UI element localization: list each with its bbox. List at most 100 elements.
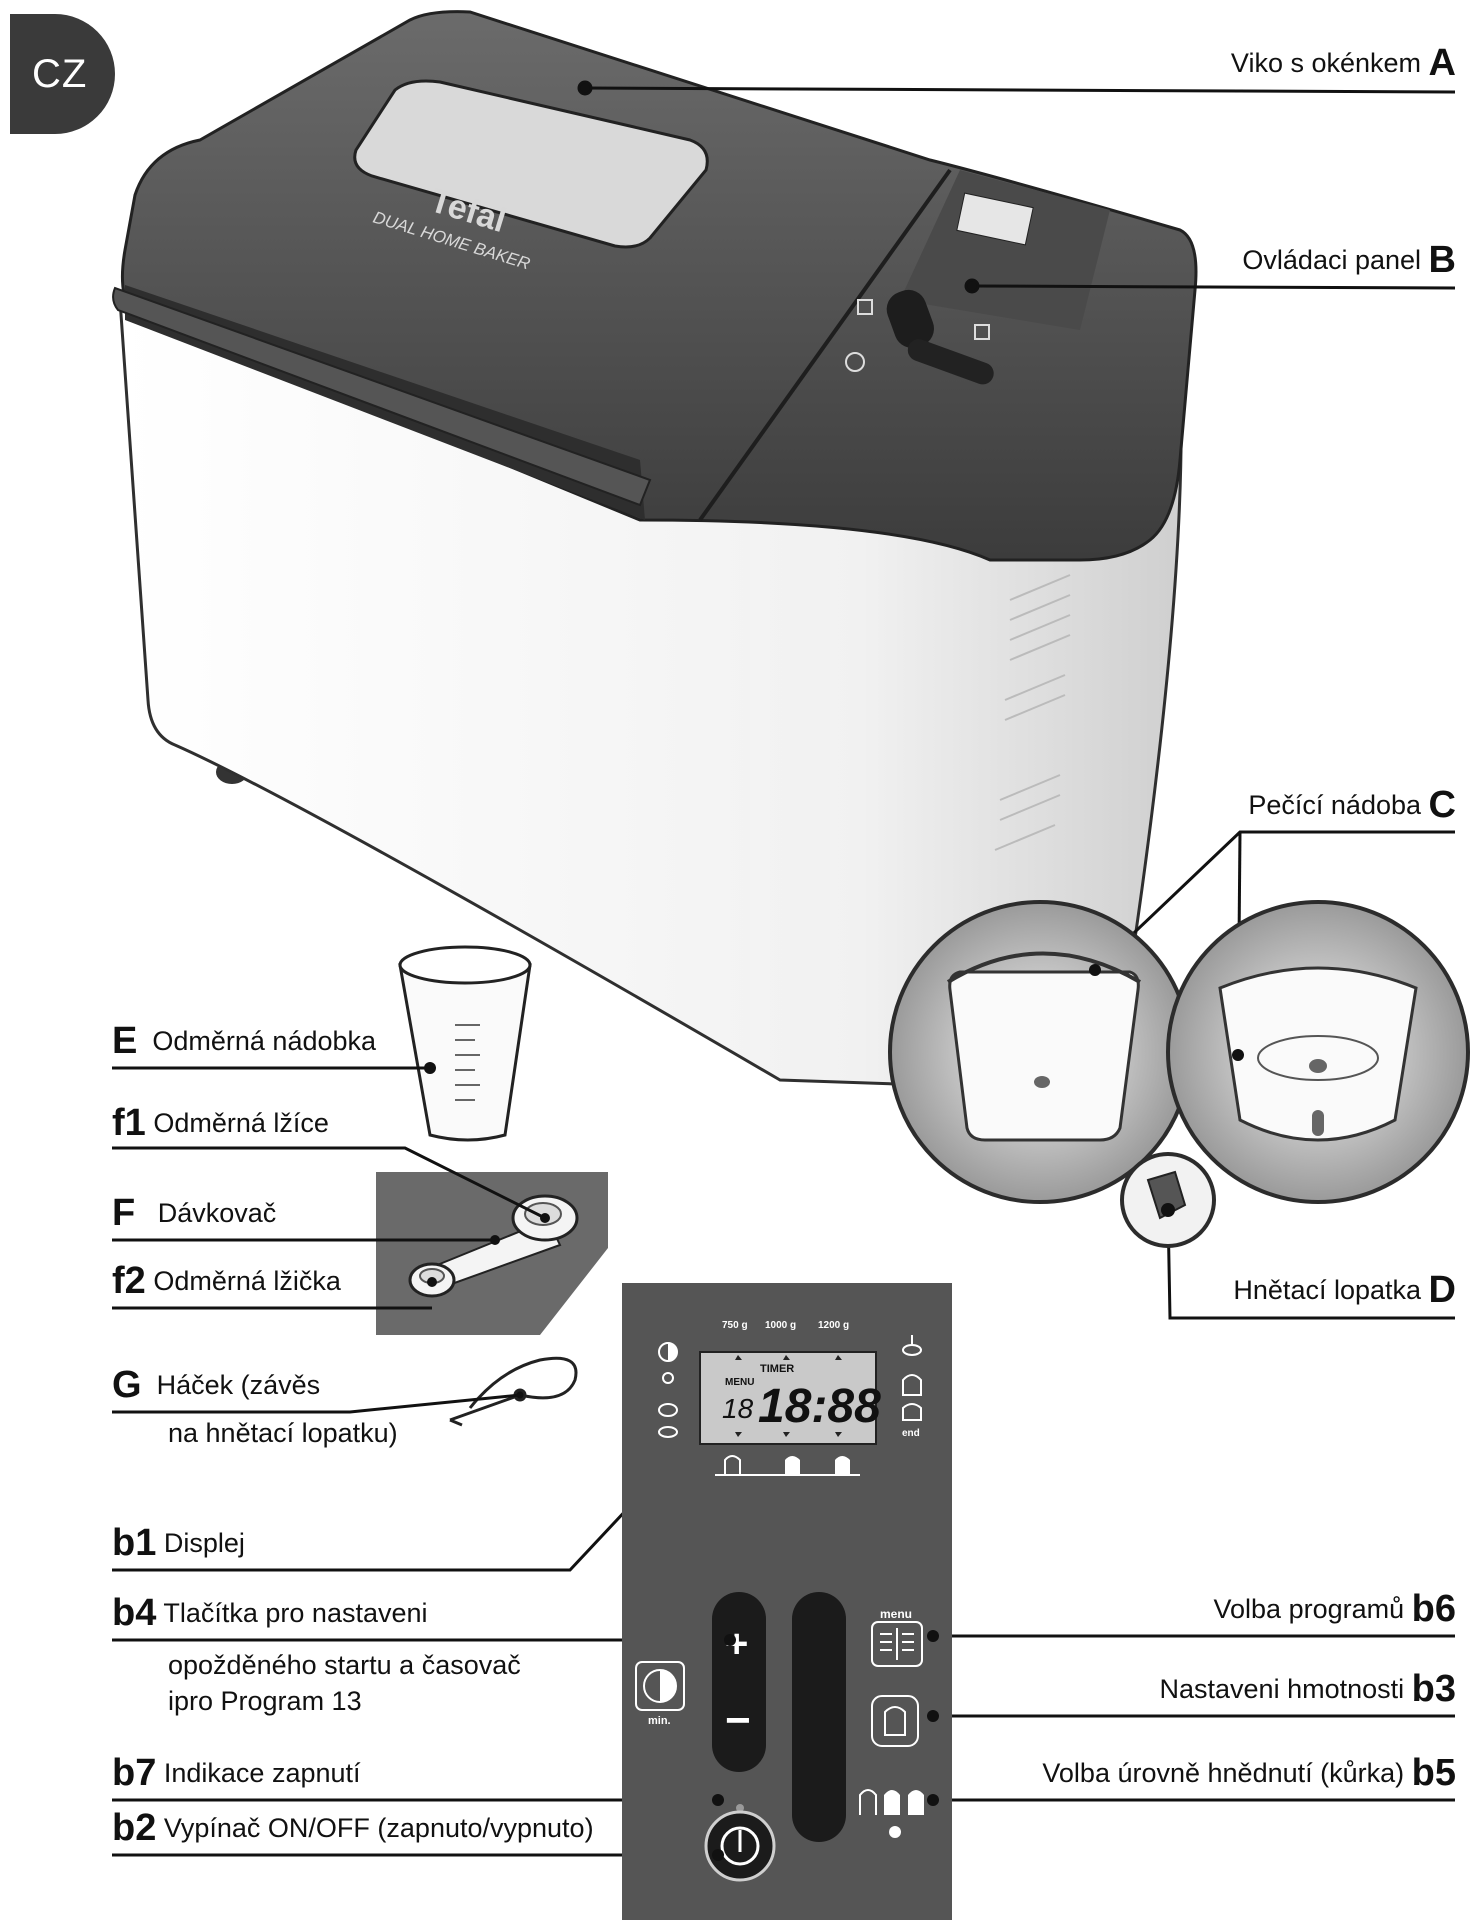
end-label: end	[902, 1428, 920, 1439]
label-b4-line3: ipro Program 13	[168, 1686, 362, 1716]
label-b5-text: Volba úrovně hnědnutí (kůrka)	[1042, 1758, 1405, 1788]
menu-button-label: menu	[880, 1607, 912, 1621]
label-c-text: Pečící nádoba	[1248, 790, 1422, 820]
dispenser-box	[376, 1172, 608, 1335]
label-f2: f2 Odměrná lžička	[112, 1262, 341, 1300]
lid-control-panel	[845, 170, 1110, 385]
label-a: Viko s okénkem A	[1230, 44, 1456, 82]
weight-1200: 1200 g	[818, 1320, 849, 1331]
label-b3-text: Nastaveni hmotnosti	[1159, 1674, 1405, 1704]
hook-accessory	[449, 1356, 578, 1427]
lid-handle	[112, 286, 652, 507]
leader-line-g	[112, 1393, 521, 1414]
power-icon	[720, 1826, 760, 1866]
label-b6-letter: b6	[1411, 1588, 1456, 1630]
label-g-line1: Háček (závěs	[156, 1370, 321, 1400]
label-b7-letter: b7	[112, 1752, 157, 1794]
label-f2-text: Odměrná lžička	[153, 1266, 341, 1296]
power-indicator	[736, 1804, 744, 1812]
leader-line-a	[584, 86, 1456, 94]
timer-label: TIMER	[760, 1363, 794, 1375]
label-b5: Volba úrovně hnědnutí (kůrka) b5	[1042, 1754, 1456, 1792]
measuring-cup	[398, 945, 532, 1142]
crust-medium-icon	[662, 1372, 674, 1384]
label-f1: f1 Odměrná lžíce	[112, 1104, 329, 1142]
crust-button[interactable]	[859, 1789, 924, 1838]
label-b4-line1: Tlačítka pro nastaveni	[163, 1598, 428, 1628]
label-b-text: Ovládaci panel	[1242, 245, 1422, 275]
label-b3-letter: b3	[1411, 1668, 1456, 1710]
leader-line-f1	[112, 1146, 546, 1220]
leader-line-b	[971, 284, 1456, 290]
label-b4-line2: opožděného startu a časovač	[168, 1650, 521, 1680]
rect-pan	[948, 970, 1140, 1142]
baking-pan-insets	[888, 900, 1470, 1248]
crust-dark-icon	[658, 1403, 678, 1417]
label-d-text: Hnětací lopatka	[1233, 1275, 1422, 1305]
leader-lines	[577, 80, 1456, 1802]
side-vents	[994, 574, 1071, 851]
label-g-letter: G	[112, 1364, 142, 1406]
label-b2-text: Vypínač ON/OFF (zapnuto/vypnuto)	[163, 1813, 594, 1843]
stage-icons	[902, 1335, 922, 1421]
panel-slot	[792, 1592, 846, 1842]
menu-label: MENU	[725, 1377, 754, 1388]
weight-icon	[884, 1706, 906, 1736]
label-e: E Odměrná nádobka	[112, 1022, 377, 1060]
label-b7: b7 Indikace zapnutí	[112, 1754, 361, 1792]
label-b4: b4 Tlačítka pro nastaveni	[112, 1594, 428, 1632]
timer-icon	[635, 1661, 685, 1711]
book-icon	[880, 1628, 914, 1660]
lid-seam	[698, 168, 952, 522]
label-b1-letter: b1	[112, 1522, 157, 1564]
control-panel-closeup: 750 g 1000 g 1200 g MENU TIMER 18 18:88 …	[622, 1283, 952, 1920]
loaf-large-icon	[835, 1456, 850, 1475]
label-e-text: Odměrná nádobka	[152, 1026, 377, 1056]
time-digits: 18:88	[758, 1380, 881, 1433]
label-b: Ovládaci panel B	[1242, 241, 1456, 279]
label-f1-text: Odměrná lžíce	[153, 1108, 329, 1138]
label-b1: b1 Displej	[112, 1524, 245, 1562]
label-d: Hnětací lopatka D	[1233, 1271, 1456, 1309]
language-code: CZ	[32, 52, 88, 96]
label-b6: Volba programů b6	[1213, 1590, 1457, 1628]
label-f2-letter: f2	[112, 1260, 146, 1302]
weight-1000: 1000 g	[765, 1320, 796, 1331]
minus-button[interactable]: −	[725, 1696, 751, 1745]
label-a-letter: A	[1428, 42, 1456, 84]
label-b3: Nastaveni hmotnosti b3	[1159, 1670, 1457, 1708]
label-b4-line2-wrap: opožděného startu a časovač	[168, 1650, 521, 1680]
lcd-display	[699, 1351, 877, 1445]
lcd-arrows	[735, 1355, 842, 1437]
label-f-text: Dávkovač	[157, 1198, 277, 1228]
leader-lines-left	[112, 1066, 730, 1857]
label-b2: b2 Vypínač ON/OFF (zapnuto/vypnuto)	[112, 1809, 594, 1847]
label-b4-letter: b4	[112, 1592, 157, 1634]
label-f1-letter: f1	[112, 1102, 146, 1144]
weight-750: 750 g	[722, 1320, 748, 1331]
menu-button[interactable]	[871, 1621, 923, 1667]
label-g-line2: na hnětací lopatku)	[168, 1418, 398, 1448]
weight-button[interactable]	[871, 1695, 919, 1747]
lid-window	[353, 79, 709, 249]
label-c-letter: C	[1428, 784, 1456, 826]
program-number: 18	[722, 1393, 754, 1424]
loaf-medium-icon	[785, 1456, 800, 1475]
rect-pan-handle	[946, 951, 1142, 984]
round-pan	[1218, 966, 1418, 1142]
label-g-line2-wrap: na hnětací lopatku)	[168, 1418, 398, 1448]
plus-minus-button[interactable]	[712, 1592, 766, 1772]
label-f: F Dávkovač	[112, 1194, 277, 1232]
label-a-text: Viko s okénkem	[1230, 48, 1422, 78]
label-b-letter: B	[1428, 239, 1456, 281]
min-label: min.	[648, 1715, 671, 1727]
label-d-letter: D	[1428, 1269, 1456, 1311]
loaf-small-icon	[724, 1455, 741, 1476]
label-b5-letter: b5	[1411, 1752, 1456, 1794]
plus-button[interactable]: +	[725, 1622, 748, 1666]
label-e-letter: E	[112, 1020, 138, 1062]
label-b1-text: Displej	[163, 1528, 245, 1558]
label-b6-text: Volba programů	[1213, 1594, 1405, 1624]
label-b2-letter: b2	[112, 1807, 157, 1849]
